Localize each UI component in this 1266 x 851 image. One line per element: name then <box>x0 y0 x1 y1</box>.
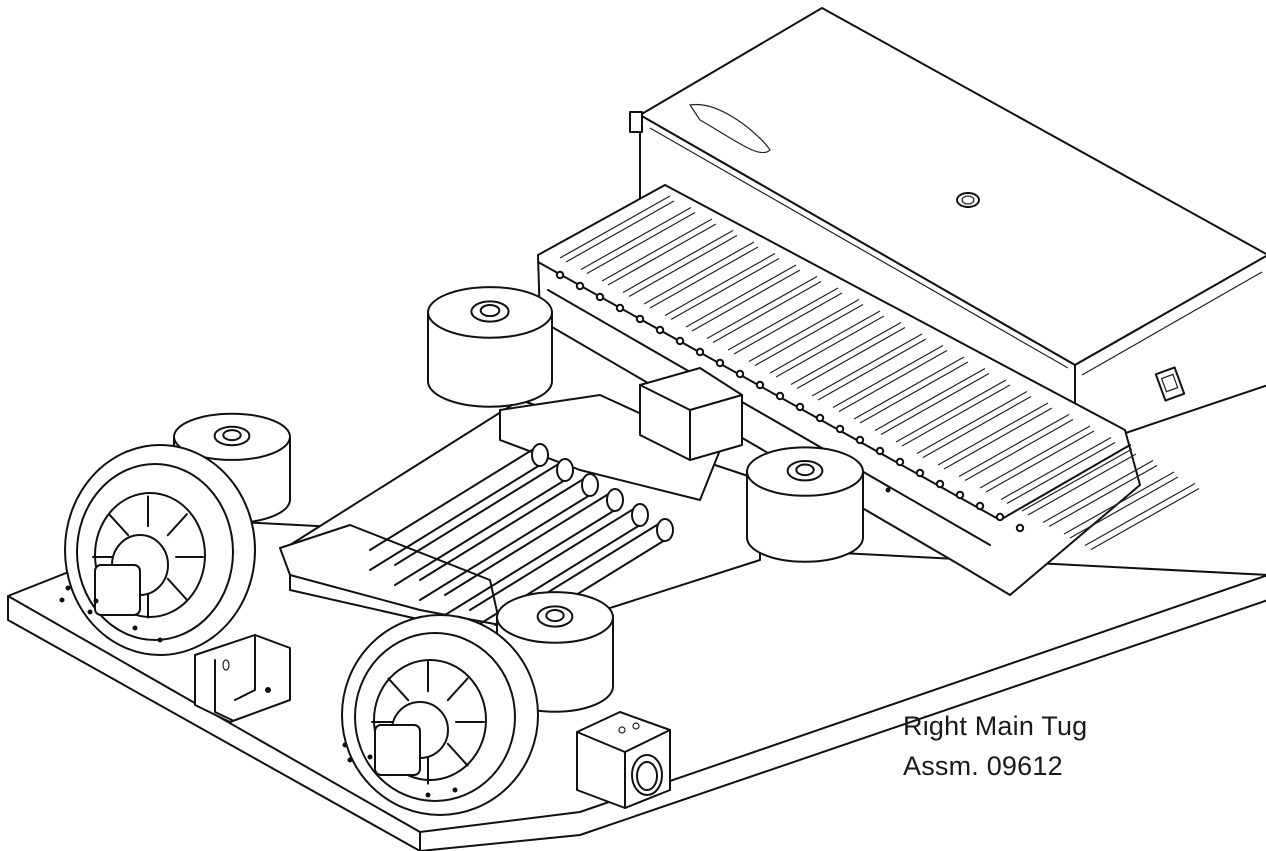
track-bolt <box>855 435 865 445</box>
caster-wheels <box>173 286 864 713</box>
track-bolt <box>915 468 925 478</box>
track-assembly <box>537 184 1200 596</box>
track-bolt <box>695 347 705 357</box>
track-bolt <box>715 358 725 368</box>
center-frame <box>279 367 761 646</box>
assembly-number: Assm. 09612 <box>903 751 1063 781</box>
track-bolt <box>635 314 645 324</box>
track-bolt <box>895 457 905 467</box>
track-bolt <box>935 479 945 489</box>
assembly-title: Right Main Tug <box>903 711 1088 741</box>
track-bolt <box>815 413 825 423</box>
roller <box>369 443 549 571</box>
u-bracket <box>194 634 291 723</box>
track-bolt <box>675 336 685 346</box>
caster-wheel <box>746 446 864 563</box>
track-bolt <box>775 391 785 401</box>
roller <box>444 488 624 616</box>
track-bolt <box>735 369 745 379</box>
caster-wheel <box>427 286 553 408</box>
assembly-caption: Right Main Tug Assm. 09612 <box>903 706 1087 786</box>
track-bolt <box>575 281 585 291</box>
hub-block <box>374 724 421 776</box>
drive-wheel-front <box>341 614 539 816</box>
track-bolt <box>975 501 985 511</box>
drive-wheel-rear <box>64 444 256 656</box>
logo-decal <box>688 103 771 154</box>
roller <box>419 473 599 601</box>
connector-icon <box>1154 366 1186 402</box>
track-bolt <box>555 270 565 280</box>
track-bolt <box>655 325 665 335</box>
track-bolt <box>995 512 1005 522</box>
track-bolt <box>755 380 765 390</box>
box-knob-icon <box>956 192 980 208</box>
track-bolt <box>835 424 845 434</box>
track-bolt <box>875 446 885 456</box>
track-bolt <box>795 402 805 412</box>
roller <box>394 458 574 586</box>
mounting-holes <box>59 487 891 798</box>
track-bolt <box>595 292 605 302</box>
track-bolt <box>615 303 625 313</box>
hub-block <box>94 564 141 616</box>
track-bolt <box>1015 523 1025 533</box>
port-block <box>576 711 671 809</box>
track-bolt <box>955 490 965 500</box>
